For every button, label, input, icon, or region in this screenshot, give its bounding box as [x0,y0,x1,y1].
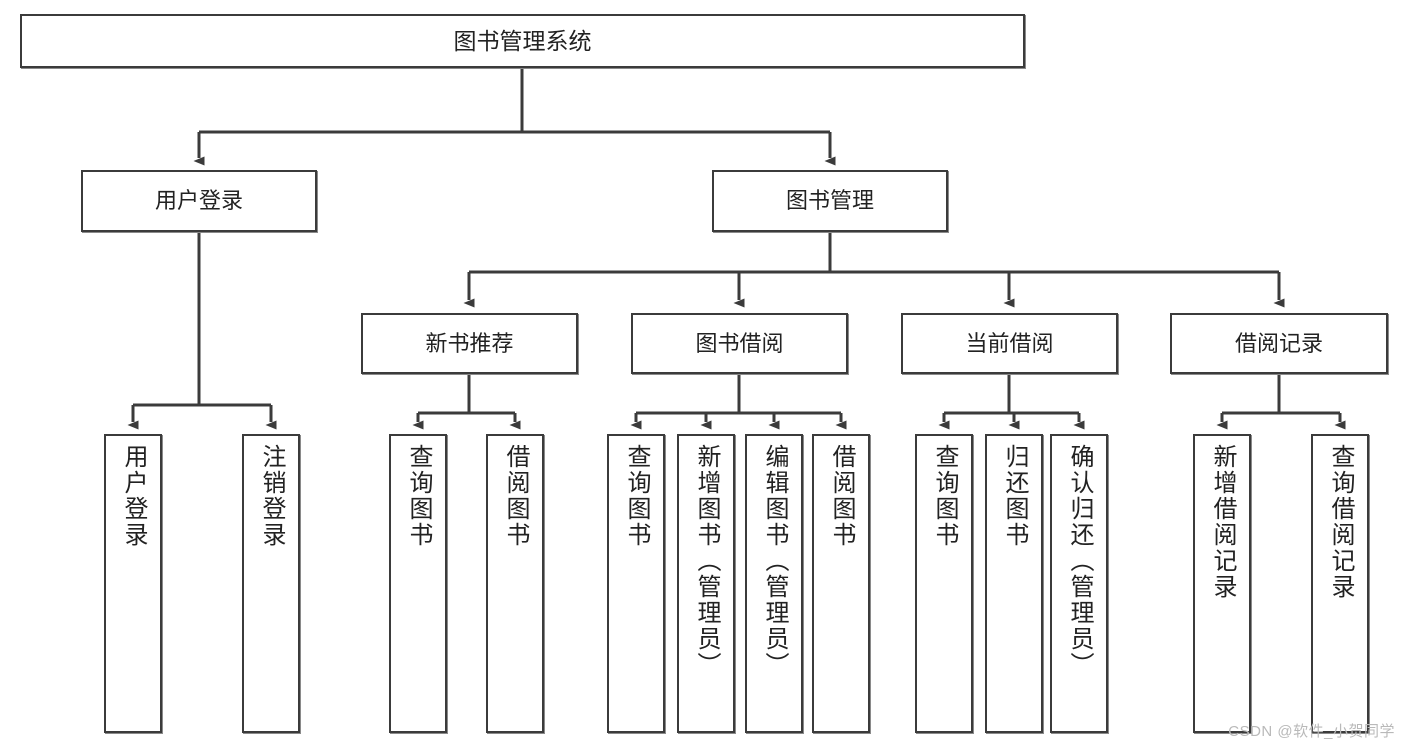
node-label: 图书借阅 [695,330,784,356]
node-label: 借阅图书 [828,444,855,548]
node-label: 新书推荐 [425,330,514,356]
node-label: 借阅图书 [502,444,529,548]
node-label: 用户登录 [154,188,243,214]
node-book-management[interactable]: 图书管理 [712,170,948,232]
node-borrow-record[interactable]: 借阅记录 [1170,313,1388,374]
leaf-borrow-book-newbook[interactable]: 借阅图书 [486,434,544,733]
node-label: 查询图书 [405,444,432,548]
node-label: 图书管理系统 [453,27,592,54]
node-label: 归还图书 [1001,444,1028,548]
leaf-user-login[interactable]: 用户登录 [104,434,162,733]
leaf-confirm-return-admin[interactable]: 确认归还（管理员） [1050,434,1108,733]
node-book-borrow[interactable]: 图书借阅 [631,313,848,374]
leaf-add-book-admin[interactable]: 新增图书（管理员） [677,434,735,733]
watermark: CSDN @软件_小贺同学 [1228,723,1395,740]
node-label: 查询借阅记录 [1327,444,1354,600]
node-label: 编辑图书（管理员） [761,444,788,678]
node-new-book-recommend[interactable]: 新书推荐 [361,313,578,374]
node-label: 图书管理 [785,188,874,214]
node-label: 当前借阅 [965,330,1054,356]
leaf-borrow-book-borrow[interactable]: 借阅图书 [812,434,870,733]
leaf-add-borrow-record[interactable]: 新增借阅记录 [1193,434,1251,733]
node-label: 确认归还（管理员） [1066,444,1093,678]
node-label: 注销登录 [258,444,285,548]
node-label: 用户登录 [120,444,147,548]
node-label: 新增借阅记录 [1209,444,1236,600]
leaf-logout[interactable]: 注销登录 [242,434,300,733]
node-user-login[interactable]: 用户登录 [81,170,317,232]
node-current-borrow[interactable]: 当前借阅 [901,313,1118,374]
node-label: 借阅记录 [1234,330,1323,356]
leaf-query-book-newbook[interactable]: 查询图书 [389,434,447,733]
leaf-query-book-borrow[interactable]: 查询图书 [607,434,665,733]
node-root-system[interactable]: 图书管理系统 [20,14,1025,68]
leaf-query-borrow-record[interactable]: 查询借阅记录 [1311,434,1369,733]
leaf-query-book-current[interactable]: 查询图书 [915,434,973,733]
node-label: 查询图书 [623,444,650,548]
leaf-edit-book-admin[interactable]: 编辑图书（管理员） [745,434,803,733]
node-label: 查询图书 [931,444,958,548]
leaf-return-book[interactable]: 归还图书 [985,434,1043,733]
node-label: 新增图书（管理员） [693,444,720,678]
